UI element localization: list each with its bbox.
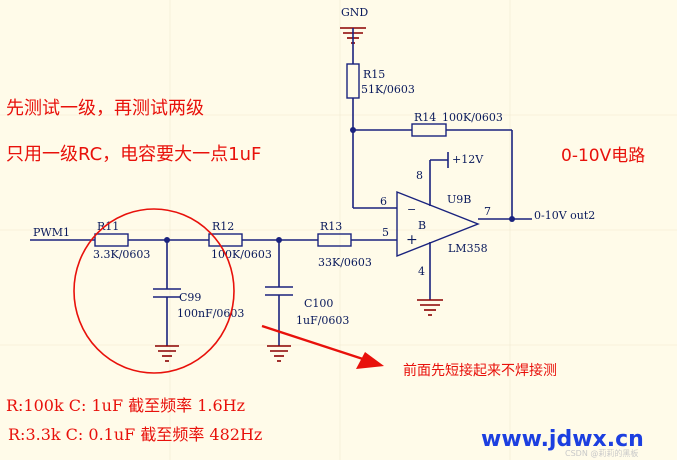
opamp-minus-sign: −	[407, 203, 416, 216]
r12-ref: R12	[212, 220, 234, 233]
r15-value: 51K/0603	[361, 83, 415, 96]
opamp-ref: U9B	[447, 193, 471, 206]
pin-6-label: 6	[380, 195, 387, 208]
supply-label: +12V	[452, 153, 484, 166]
resistor-r15: R15 51K/0603	[346, 63, 415, 208]
arrow-note: 前面先短接起来不焊接测	[403, 362, 557, 379]
r14-value: 100K/0603	[442, 111, 503, 124]
gnd-symbol-opamp	[417, 299, 443, 316]
cutoff-note-2: R:3.3k C: 0.1uF 截至频率 482Hz	[8, 425, 262, 444]
cutoff-note-1: R:100k C: 1uF 截至频率 1.6Hz	[6, 396, 245, 415]
r11-ref: R11	[97, 220, 119, 233]
pin-4-label: 4	[418, 265, 425, 278]
annotation-arrow	[261, 324, 384, 369]
circuit-title: 0-10V电路	[561, 146, 645, 166]
gnd-label: GND	[341, 6, 368, 19]
capacitor-c100: C100 1uF/0603	[265, 240, 349, 362]
r15-ref: R15	[363, 68, 385, 81]
gnd-symbol-top: GND	[340, 6, 368, 64]
opamp-inner-label: B	[418, 219, 426, 232]
c99-ref: C99	[179, 291, 201, 304]
c99-value: 100nF/0603	[177, 307, 244, 320]
c100-value: 1uF/0603	[296, 314, 349, 327]
opamp-plus-sign: +	[406, 232, 418, 248]
credit-watermark: CSDN @莉莉的黑板	[565, 448, 638, 458]
note-line1: 先测试一级，再测试两级	[6, 98, 204, 119]
c100-ref: C100	[304, 297, 333, 310]
input-chain: PWM1 R11 3.3K/0603 R12 100K/0603 R13 33K…	[30, 220, 397, 269]
opamp-u9b: − + B U9B LM358 +12V 8 4	[396, 152, 488, 300]
resistor-r14: R14 100K/0603	[350, 111, 513, 219]
site-watermark: www.jdwx.cn	[481, 427, 644, 452]
r14-ref: R14	[414, 111, 436, 124]
annotation-circle	[73, 208, 235, 374]
r13-value: 33K/0603	[318, 256, 372, 269]
output-label: 0-10V out2	[534, 209, 595, 222]
r11-value: 3.3K/0603	[93, 248, 150, 261]
note-line2: 只用一级RC，电容要大一点1uF	[6, 144, 261, 165]
r12-value: 100K/0603	[211, 248, 272, 261]
r13-ref: R13	[320, 220, 342, 233]
capacitor-c99: C99 100nF/0603	[153, 240, 244, 362]
pin-7-label: 7	[484, 205, 491, 218]
input-label: PWM1	[33, 226, 70, 239]
pin-5-label: 5	[382, 226, 389, 239]
opamp-part: LM358	[448, 242, 488, 255]
output-net: 7 0-10V out2	[478, 205, 595, 222]
pin-8-label: 8	[416, 169, 423, 182]
